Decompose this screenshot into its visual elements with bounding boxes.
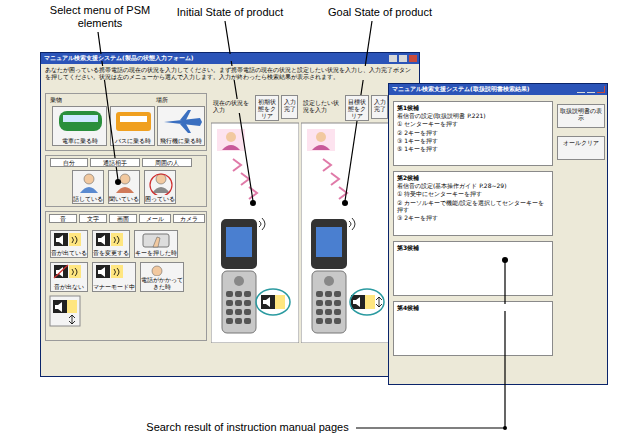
window-title: マニュアル検索支援システム(取扱説明書検索結果) xyxy=(392,85,604,92)
ui-text: ③ 2キーを押す xyxy=(397,214,549,221)
ui-text: 乗物 xyxy=(50,96,80,103)
ui-text: 電話がかかってきた時 xyxy=(141,276,183,290)
result-window: マニュアル検索支援システム(取扱説明書検索結果)取扱説明書の表示オールクリア第1… xyxy=(388,83,608,385)
button-label: 入力完了 xyxy=(371,95,388,119)
ui-text: 音が出ない xyxy=(54,283,84,290)
ui-text: ② 2キーを押す xyxy=(397,129,549,136)
tab-label: カメラ xyxy=(173,214,205,223)
tab-label: 周囲の人 xyxy=(142,158,192,167)
ui-text: マナーモード中 xyxy=(93,283,135,290)
menu-button: バスに乗る時 xyxy=(110,106,155,146)
candidate-box: 第3候補 xyxy=(393,241,553,296)
menu-button: 電話がかかってきた時 xyxy=(140,262,184,292)
menu-button: 音が出ている xyxy=(50,230,88,258)
ui-text: バスに乗る時 xyxy=(115,137,151,144)
menu-button: 飛行機に乗る時 xyxy=(157,106,205,146)
menu-button: 話している xyxy=(72,170,104,204)
ui-text: ③ 1キーを押す xyxy=(397,137,549,144)
menu-group: 音文字画面メールカメラ音が出ている音を変更するキーを押した時音が出ない マナーモー… xyxy=(45,211,207,341)
ui-text: 話している xyxy=(73,195,103,202)
tab-label: 通話相手 xyxy=(90,158,140,167)
button-label: オールクリア xyxy=(557,136,605,160)
ui-text: 着信音の設定(基本操作ガイド P.28~29) xyxy=(397,182,549,189)
menu-button: 音を変更する xyxy=(92,230,130,258)
tab-label: 画面 xyxy=(109,214,137,223)
ui-text: 設定したい状況を入力 xyxy=(303,99,343,113)
ui-text: 飛行機に乗る時 xyxy=(160,137,202,144)
candidate-box: 第2候補着信音の設定(基本操作ガイド P.28~29)① 待受中にセンターキーを… xyxy=(393,171,553,236)
menu-button: キーを押した時 xyxy=(134,230,178,258)
menu-button: 聞いている xyxy=(108,170,140,204)
candidate-box: 第4候補 xyxy=(393,301,553,356)
tab-label: 文字 xyxy=(79,214,107,223)
menu-group: 自分通話相手周囲の人話している聞いている困っている xyxy=(45,155,207,207)
ui-text: ① 待受中にセンターキーを押す xyxy=(397,190,549,197)
ui-text: 音が出ている xyxy=(51,249,87,256)
ui-text: 第3候補 xyxy=(397,244,549,251)
button-label: 初期状態をクリア xyxy=(255,95,279,121)
ui-text: 聞いている xyxy=(109,195,139,202)
ui-icon xyxy=(301,93,389,343)
callout-label: Goal State of product xyxy=(320,6,440,19)
tab-label: メール xyxy=(139,214,171,223)
tab-label: 音 xyxy=(49,214,77,223)
state-panel: 現在の状況を入力初期状態をクリア入力完了 xyxy=(211,93,299,343)
callout-label: Search result of instruction manual page… xyxy=(140,421,355,434)
button-label: 取扱説明書の表示 xyxy=(557,104,605,128)
ui-text: 場所 xyxy=(156,96,186,103)
ui-text: 着信音の設定(取扱説明書 P.221) xyxy=(397,112,549,119)
ui-text: キーを押した時 xyxy=(135,249,177,256)
menu-button: マナーモード中 xyxy=(92,262,136,292)
button-label: 目標状態をクリア xyxy=(345,95,369,121)
state-panel: 設定したい状況を入力目標状態をクリア入力完了 xyxy=(301,93,389,343)
ui-icon xyxy=(211,93,299,343)
menu-group: 乗物 場所電車に乗る時 バスに乗る時 飛行機に乗る時 xyxy=(45,93,207,151)
ui-text: ① センターキーを押す xyxy=(397,120,549,127)
ui-text: 電車に乗る時 xyxy=(62,137,98,144)
ui-text: 第1候補 xyxy=(397,104,549,111)
menu-button: 音が出ない xyxy=(50,262,88,292)
ui-text: ⑤ 1キーを押す xyxy=(397,145,549,152)
ui-text: 困っている xyxy=(145,195,175,202)
ui-text: ② カーソルキーで機能/設定を選択してセンターキーを押す xyxy=(397,199,549,213)
ui-text: 音を変更する xyxy=(93,249,129,256)
ui-text: 現在の状況を入力 xyxy=(213,99,253,113)
ui-text: 第4候補 xyxy=(397,304,549,311)
callout-label: Initial State of product xyxy=(165,6,295,19)
app-window: マニュアル検索支援システム(製品の状態入力フォーム) あなたが困っている携帯電話の… xyxy=(40,52,420,377)
candidate-box: 第1候補着信音の設定(取扱説明書 P.221)① センターキーを押す ② 2キーを… xyxy=(393,101,553,166)
ui-text: あなたが困っている携帯電話の現在の状況を入力してください。まず携帯電話の現在の状… xyxy=(45,66,415,80)
menu-button: 困っている xyxy=(144,170,176,204)
menu-button: 電車に乗る時 xyxy=(52,106,107,146)
window-title: マニュアル検索支援システム(製品の状態入力フォーム) xyxy=(44,54,344,61)
button-label: 入力完了 xyxy=(281,95,298,119)
ui-text: 第2候補 xyxy=(397,174,549,181)
callout-label: Select menu of PSM elements xyxy=(40,4,160,29)
tab-label: 自分 xyxy=(50,158,88,167)
